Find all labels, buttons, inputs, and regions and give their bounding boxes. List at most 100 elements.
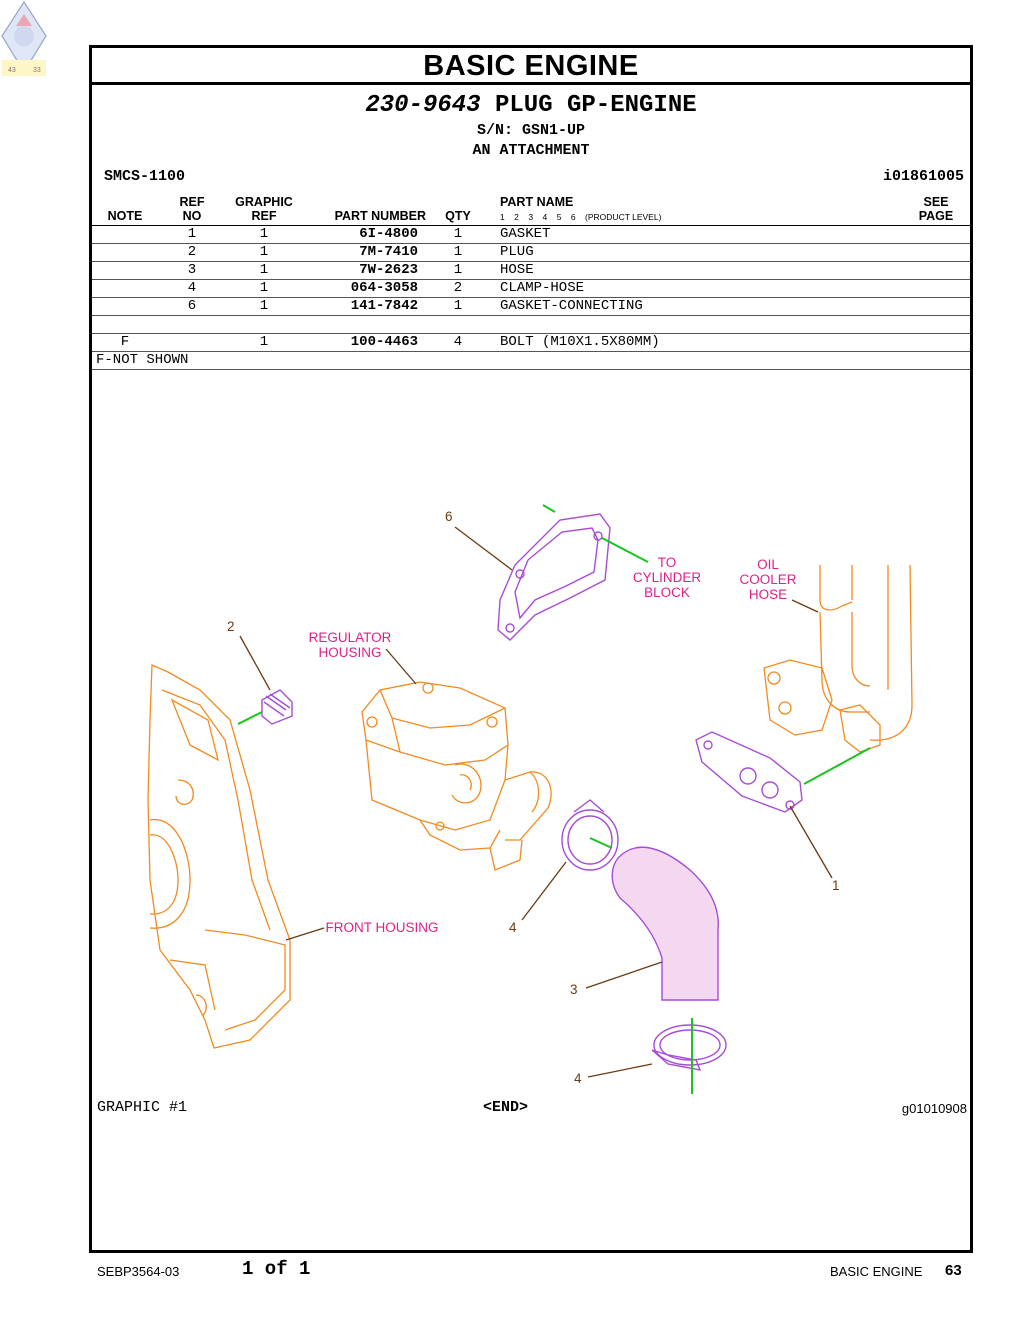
gasket-connecting-drawing [497, 513, 611, 641]
row-rule [92, 315, 970, 316]
oil-cooler-hose-drawing [763, 564, 913, 753]
row-rule [92, 351, 970, 352]
label-oil-cooler-hose-3: HOSE [749, 587, 787, 602]
col-graphic-ref-line2: REF [251, 209, 277, 223]
row-part-name: CLAMP-HOSE [500, 280, 585, 296]
row-part-number: 7W-2623 [359, 262, 418, 278]
product-levels: 1 2 3 4 5 6 (PRODUCT LEVEL) [500, 212, 662, 222]
document-ident: i01861005 [882, 168, 964, 185]
label-to-cylinder-block-3: BLOCK [644, 585, 690, 600]
row-ref: 6 [187, 298, 197, 314]
col-part-name: PART NAME [500, 195, 574, 209]
footnote: F-NOT SHOWN [96, 352, 189, 368]
front-housing-drawing [147, 664, 291, 1049]
row-qty: 2 [453, 280, 463, 296]
hose-drawing [611, 846, 719, 1001]
row-qty: 4 [453, 334, 463, 350]
callout-3: 3 [570, 982, 578, 997]
callout-4-upper: 4 [509, 920, 517, 935]
regulator-housing-drawing [361, 681, 552, 871]
row-part-name: GASKET-CONNECTING [500, 298, 643, 314]
alignment-guides [237, 504, 871, 1094]
row-ref: 1 [187, 226, 197, 242]
row-qty: 1 [453, 298, 463, 314]
callout-numbers: 6 2 1 4 3 4 [227, 509, 840, 1086]
row-qty: 1 [453, 244, 463, 260]
svg-text:33: 33 [33, 67, 41, 74]
row-ref: 2 [187, 244, 197, 260]
smcs-code: SMCS-1100 [104, 168, 186, 185]
label-front-housing: FRONT HOUSING [325, 920, 438, 935]
label-regulator-housing-2: HOUSING [318, 645, 381, 660]
row-rule [92, 243, 970, 244]
leader-lines [239, 526, 833, 1078]
row-part-name: HOSE [500, 262, 534, 278]
row-qty: 1 [453, 262, 463, 278]
end-mark: <END> [483, 1099, 529, 1116]
attachment-label: AN ATTACHMENT [472, 142, 590, 159]
page-title: BASIC ENGINE [92, 48, 970, 85]
row-part-name: BOLT (M10X1.5X80MM) [500, 334, 660, 350]
plug-drawing [261, 689, 293, 725]
logo: 43 33 [1, 0, 47, 76]
footer-document-number: SEBP3564-03 [97, 1264, 180, 1279]
callout-4-lower: 4 [574, 1071, 582, 1086]
label-regulator-housing-1: REGULATOR [309, 630, 392, 645]
clamp-upper-drawing [561, 799, 619, 871]
row-rule [92, 369, 970, 370]
row-qty: 1 [453, 226, 463, 242]
graphic-id: g01010908 [901, 1101, 967, 1116]
row-rule [92, 297, 970, 298]
label-oil-cooler-hose-1: OIL [757, 557, 779, 572]
col-qty: QTY [445, 209, 471, 223]
footer-section: BASIC ENGINE [830, 1264, 923, 1279]
row-graphic: 1 [259, 226, 269, 242]
col-see-page: SEE PAGE [906, 195, 966, 223]
row-part-name: PLUG [500, 244, 534, 260]
row-graphic: 1 [259, 280, 269, 296]
row-ref: 4 [187, 280, 197, 296]
row-part-number: 7M-7410 [359, 244, 418, 260]
gasket-drawing [695, 731, 803, 813]
footer-page-number: 63 [945, 1262, 962, 1279]
col-ref-no-line1: REF [179, 195, 205, 209]
callout-6: 6 [445, 509, 453, 524]
row-rule [92, 333, 970, 334]
row-graphic: 1 [259, 244, 269, 260]
col-part-number: PART NUMBER [334, 209, 426, 223]
group-heading: 230-9643 PLUG GP-ENGINE [92, 92, 970, 119]
row-graphic: 1 [259, 298, 269, 314]
row-ref: 3 [187, 262, 197, 278]
col-note: NOTE [107, 209, 143, 223]
label-to-cylinder-block-1: TO [658, 555, 677, 570]
col-see-page-line1: SEE [923, 195, 949, 209]
row-part-number: 100-4463 [350, 334, 418, 350]
callout-2: 2 [227, 619, 235, 634]
row-rule [92, 261, 970, 262]
label-to-cylinder-block-2: CYLINDER [633, 570, 702, 585]
part-labels: TO CYLINDER BLOCK OIL COOLER HOSE REGULA… [309, 555, 797, 935]
graphic-label: GRAPHIC #1 [97, 1099, 188, 1116]
row-graphic: 1 [259, 334, 269, 350]
table-header-rule [92, 225, 970, 226]
row-part-number: 6I-4800 [359, 226, 418, 242]
row-part-number: 064-3058 [350, 280, 418, 296]
row-part-name: GASKET [500, 226, 551, 242]
col-graphic-ref-line1: GRAPHIC [235, 195, 293, 209]
label-oil-cooler-hose-2: COOLER [739, 572, 796, 587]
parts-page-frame: BASIC ENGINE 230-9643 PLUG GP-ENGINE S/N… [89, 45, 973, 1253]
col-ref-no-line2: NO [182, 209, 202, 223]
row-graphic: 1 [259, 262, 269, 278]
svg-text:43: 43 [8, 67, 16, 74]
group-name: PLUG GP-ENGINE [494, 92, 697, 119]
col-see-page-line2: PAGE [918, 209, 954, 223]
callout-1: 1 [832, 878, 840, 893]
row-rule [92, 279, 970, 280]
footer-page-of: 1 of 1 [242, 1258, 311, 1280]
serial-number: S/N: GSN1-UP [476, 122, 586, 139]
col-ref-no: REF NO [164, 195, 220, 223]
clamp-lower-drawing [651, 1024, 727, 1071]
row-note: F [120, 334, 130, 350]
group-number: 230-9643 [365, 92, 481, 119]
